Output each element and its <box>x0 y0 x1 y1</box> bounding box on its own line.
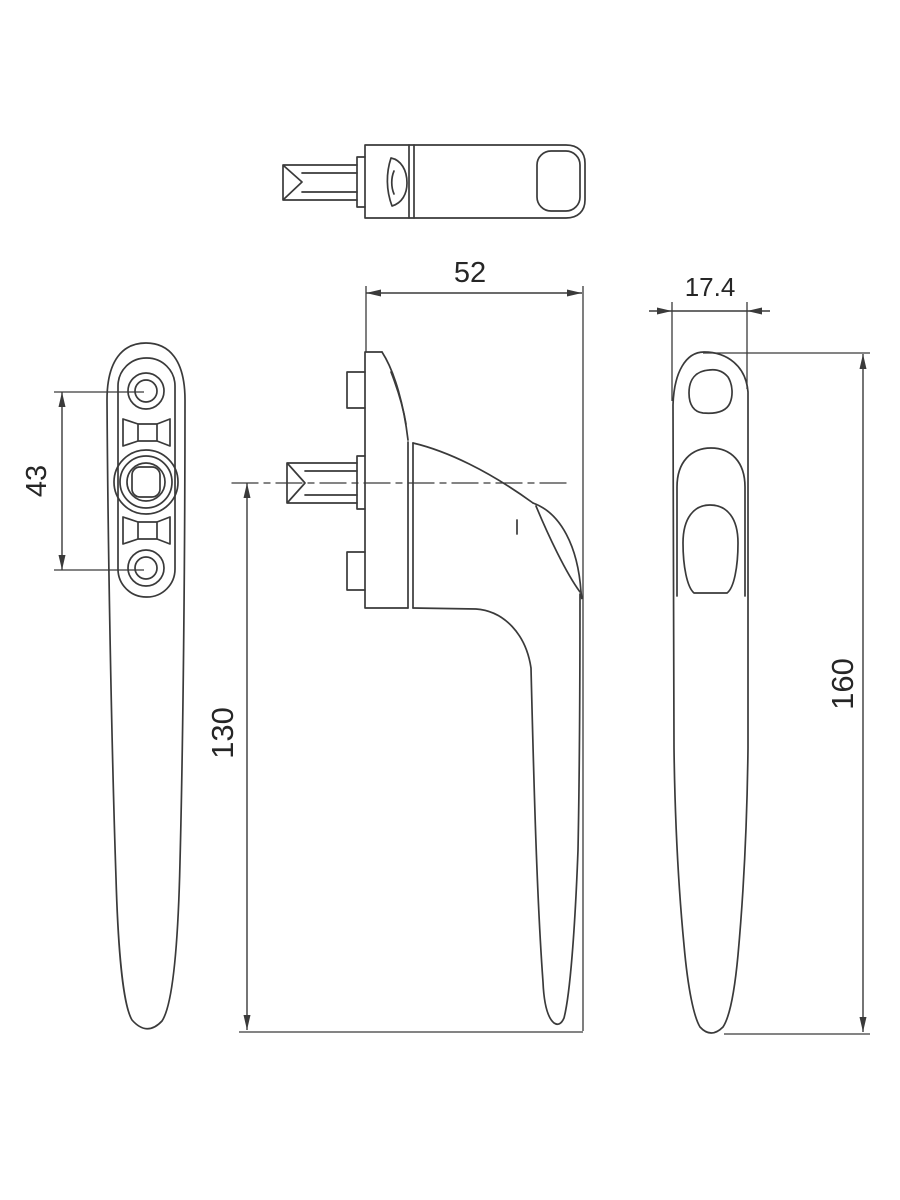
release-button-profile <box>682 504 739 594</box>
handle-silhouette-profile <box>672 351 749 1034</box>
spindle-hub-ring-mid <box>119 455 173 509</box>
arrowhead-left <box>366 289 381 297</box>
spindle-hole-profile <box>688 368 733 415</box>
profile-view <box>672 351 749 1034</box>
release-button-top-inner-arc <box>390 170 395 195</box>
screw-hole-bottom-inner <box>134 556 158 580</box>
screw-hole-top-inner <box>134 379 158 403</box>
spindle-socket <box>131 466 161 498</box>
handle-body-top <box>364 144 586 219</box>
dimension-annotations: 52 17.4 43 130 <box>21 257 870 1035</box>
neck-top-curve <box>412 442 534 504</box>
dim-hole-spacing-43: 43 <box>21 391 144 571</box>
body-joint-lines-top <box>408 144 415 219</box>
spindle-hub-ring-outer <box>113 449 179 515</box>
dim-width-17-4: 17.4 <box>649 272 770 401</box>
dim-label-depth: 52 <box>454 257 486 289</box>
mount-web-lower <box>122 516 171 545</box>
thumb-flap-outer <box>532 502 583 600</box>
backplate-joint-lines <box>407 441 414 609</box>
arrowhead-left <box>657 307 672 315</box>
arrowhead-bottom <box>243 1015 251 1030</box>
drawing-geometry <box>106 144 749 1034</box>
arrowhead-bottom <box>58 555 66 570</box>
grip-end-cap-top <box>536 150 581 212</box>
spindle-collar-top <box>356 156 366 208</box>
grip-outline-side <box>412 593 581 1026</box>
screw-hole-top-outer <box>127 372 165 410</box>
spindle-hub-ring-inner <box>126 462 166 502</box>
arrowhead-bottom <box>859 1017 867 1032</box>
dim-label-width: 17.4 <box>685 272 736 302</box>
screw-hole-bottom-outer <box>127 549 165 587</box>
dim-depth-52: 52 <box>365 257 584 1031</box>
arrowhead-top <box>58 392 66 407</box>
mounting-boss-upper <box>346 371 366 409</box>
side-view <box>231 351 583 1026</box>
mount-web-upper <box>122 418 171 447</box>
dim-overall-height-160: 160 <box>703 352 870 1035</box>
backplate-top-crease <box>390 371 407 425</box>
arrowhead-top <box>859 354 867 369</box>
arrowhead-right <box>747 307 762 315</box>
spindle-shaft-top <box>282 164 358 201</box>
dim-label-grip-drop: 130 <box>205 707 240 759</box>
handle-silhouette-front <box>106 342 186 1030</box>
dim-label-overall-height: 160 <box>825 658 860 710</box>
top-detail-view <box>282 144 586 219</box>
dim-grip-drop-130: 130 <box>205 483 583 1033</box>
arrowhead-top <box>243 483 251 498</box>
arrowhead-right <box>567 289 582 297</box>
base-plate-front <box>117 357 176 598</box>
thumb-flap-crease <box>535 505 581 593</box>
backplate-outline-side <box>364 351 409 609</box>
release-button-top <box>386 157 408 207</box>
mounting-boss-lower <box>346 551 366 591</box>
front-view <box>106 342 186 1030</box>
dim-label-hole-spacing: 43 <box>21 465 53 497</box>
button-housing-profile <box>676 447 746 597</box>
